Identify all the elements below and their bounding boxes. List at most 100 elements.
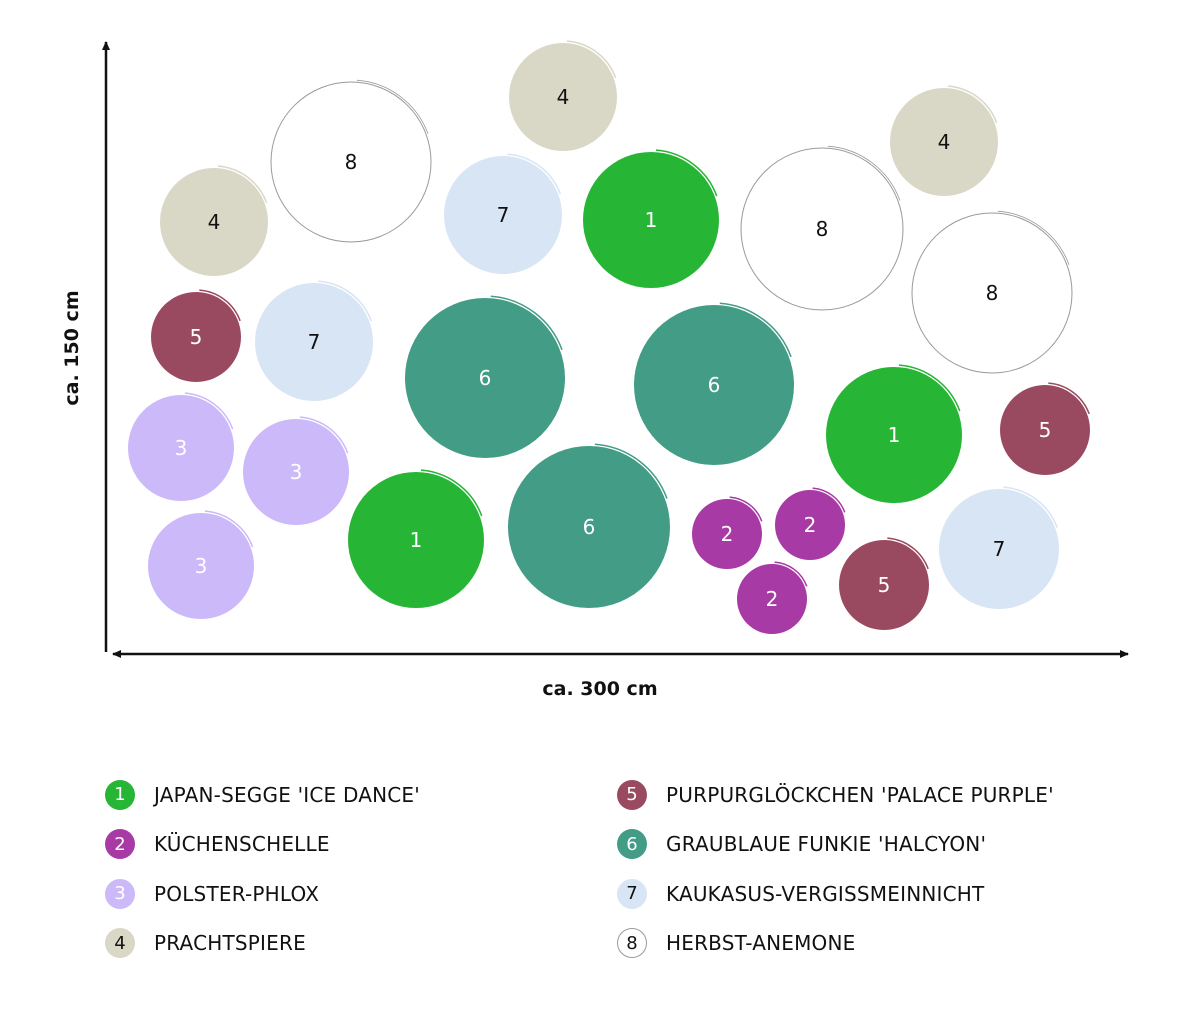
legend-label-polster-phlox: POLSTER-PHLOX [154,881,320,906]
plant-circle [270,81,432,243]
brush-stroke [997,210,1070,266]
plant-8: 8 [911,210,1073,374]
legend-badge-2: 2 [105,829,135,860]
brush-stroke [827,145,901,201]
plant-5: 5 [1000,382,1090,475]
brush-stroke [655,149,718,197]
width-dimension-label: ca. 300 cm [542,678,658,700]
plant-number: 7 [993,537,1006,561]
plant-circle [911,212,1073,374]
plant-number: 6 [479,366,492,390]
brush-stroke [898,364,961,412]
plant-1: 1 [583,149,719,288]
plant-4: 4 [890,85,998,196]
plant-number: 3 [195,554,208,578]
plant-6: 6 [405,295,565,458]
plant-circle [692,499,762,569]
plant-number: 4 [938,130,951,154]
legend-label-graublaue-funkie: GRAUBLAUE FUNKIE 'HALCYON' [666,832,987,857]
plant-number: 6 [708,373,721,397]
legend-item-5: 5 PURPURGLÖCKCHEN 'PALACE PURPLE' [617,770,1157,820]
legend-badge-7: 7 [617,878,647,909]
plant-number: 2 [804,513,817,537]
plant-number: 3 [175,436,188,460]
brush-stroke [729,496,763,522]
plant-circle [634,305,794,465]
plant-4: 4 [160,165,268,276]
plant-7: 7 [444,153,562,274]
plant-number: 8 [816,217,829,241]
brush-stroke [490,295,563,351]
plant-3: 3 [128,392,234,501]
plant-number: 1 [410,528,423,552]
plant-number: 4 [557,85,570,109]
legend-label-purpurgloeckchen: PURPURGLÖCKCHEN 'PALACE PURPLE' [666,782,1054,807]
legend-badge-3: 3 [105,878,135,909]
plant-circle [128,395,234,501]
plant-5: 5 [151,289,241,382]
plant-circle [737,564,807,634]
legend-item-1: 1 JAPAN-SEGGE 'ICE DANCE' [105,770,645,820]
plant-circle [405,298,565,458]
legend-label-prachtspiere: PRACHTSPIERE [154,931,306,956]
legend-item-2: 2 KÜCHENSCHELLE [105,820,645,870]
plant-circle [583,152,719,288]
brush-stroke [356,79,429,135]
brush-stroke [318,280,373,322]
brush-stroke [774,561,808,587]
legend-item-6: 6 GRAUBLAUE FUNKIE 'HALCYON' [617,820,1157,870]
plant-number: 4 [208,210,221,234]
plant-1: 1 [826,364,962,503]
plant-circle [348,472,484,608]
brush-stroke [887,537,929,570]
brush-stroke [1003,486,1058,528]
plant-circle [740,147,904,311]
plant-number: 2 [721,522,734,546]
legend-badge-6: 6 [617,829,647,860]
legend-badge-8: 8 [617,928,647,959]
plant-1: 1 [348,469,484,608]
plant-circle [826,367,962,503]
plant-circle [255,283,373,401]
plant-number: 7 [308,330,321,354]
plant-number: 5 [190,325,203,349]
legend-label-kaukasus-vergissmeinnicht: KAUKASUS-VERGISSMEINNICHT [666,881,985,906]
plant-number: 6 [583,515,596,539]
plant-7: 7 [255,280,373,401]
plant-circle [1000,385,1090,475]
legend-item-3: 3 POLSTER-PHLOX [105,869,645,919]
plant-number: 8 [345,150,358,174]
plant-2: 2 [737,561,808,634]
legend-item-8: 8 HERBST-ANEMONE [617,919,1157,969]
brush-stroke [594,443,668,499]
legend-badge-1: 1 [105,779,135,810]
plant-circle [148,513,254,619]
brush-stroke [812,487,846,513]
brush-stroke [566,40,617,79]
plant-circle [509,43,617,151]
plant-number: 3 [290,460,303,484]
plant-number: 1 [645,208,658,232]
plant-number: 1 [888,423,901,447]
brush-stroke [947,85,998,124]
brush-stroke [420,469,483,517]
plant-number: 2 [766,587,779,611]
brush-stroke [217,165,268,204]
plant-circle [508,446,670,608]
plant-4: 4 [509,40,617,151]
plant-circle [890,88,998,196]
plant-circle [839,540,929,630]
legend-right-column: 5 PURPURGLÖCKCHEN 'PALACE PURPLE' 6 GRAU… [617,770,1157,968]
brush-stroke [204,510,254,548]
plant-6: 6 [634,302,794,465]
legend-label-japan-segge: JAPAN-SEGGE 'ICE DANCE' [154,782,420,807]
plant-number: 8 [986,281,999,305]
plant-2: 2 [775,487,846,560]
plant-circle [160,168,268,276]
brush-stroke [1048,382,1090,415]
plant-number: 5 [1039,418,1052,442]
plant-circle [939,489,1059,609]
brush-stroke [719,302,792,358]
